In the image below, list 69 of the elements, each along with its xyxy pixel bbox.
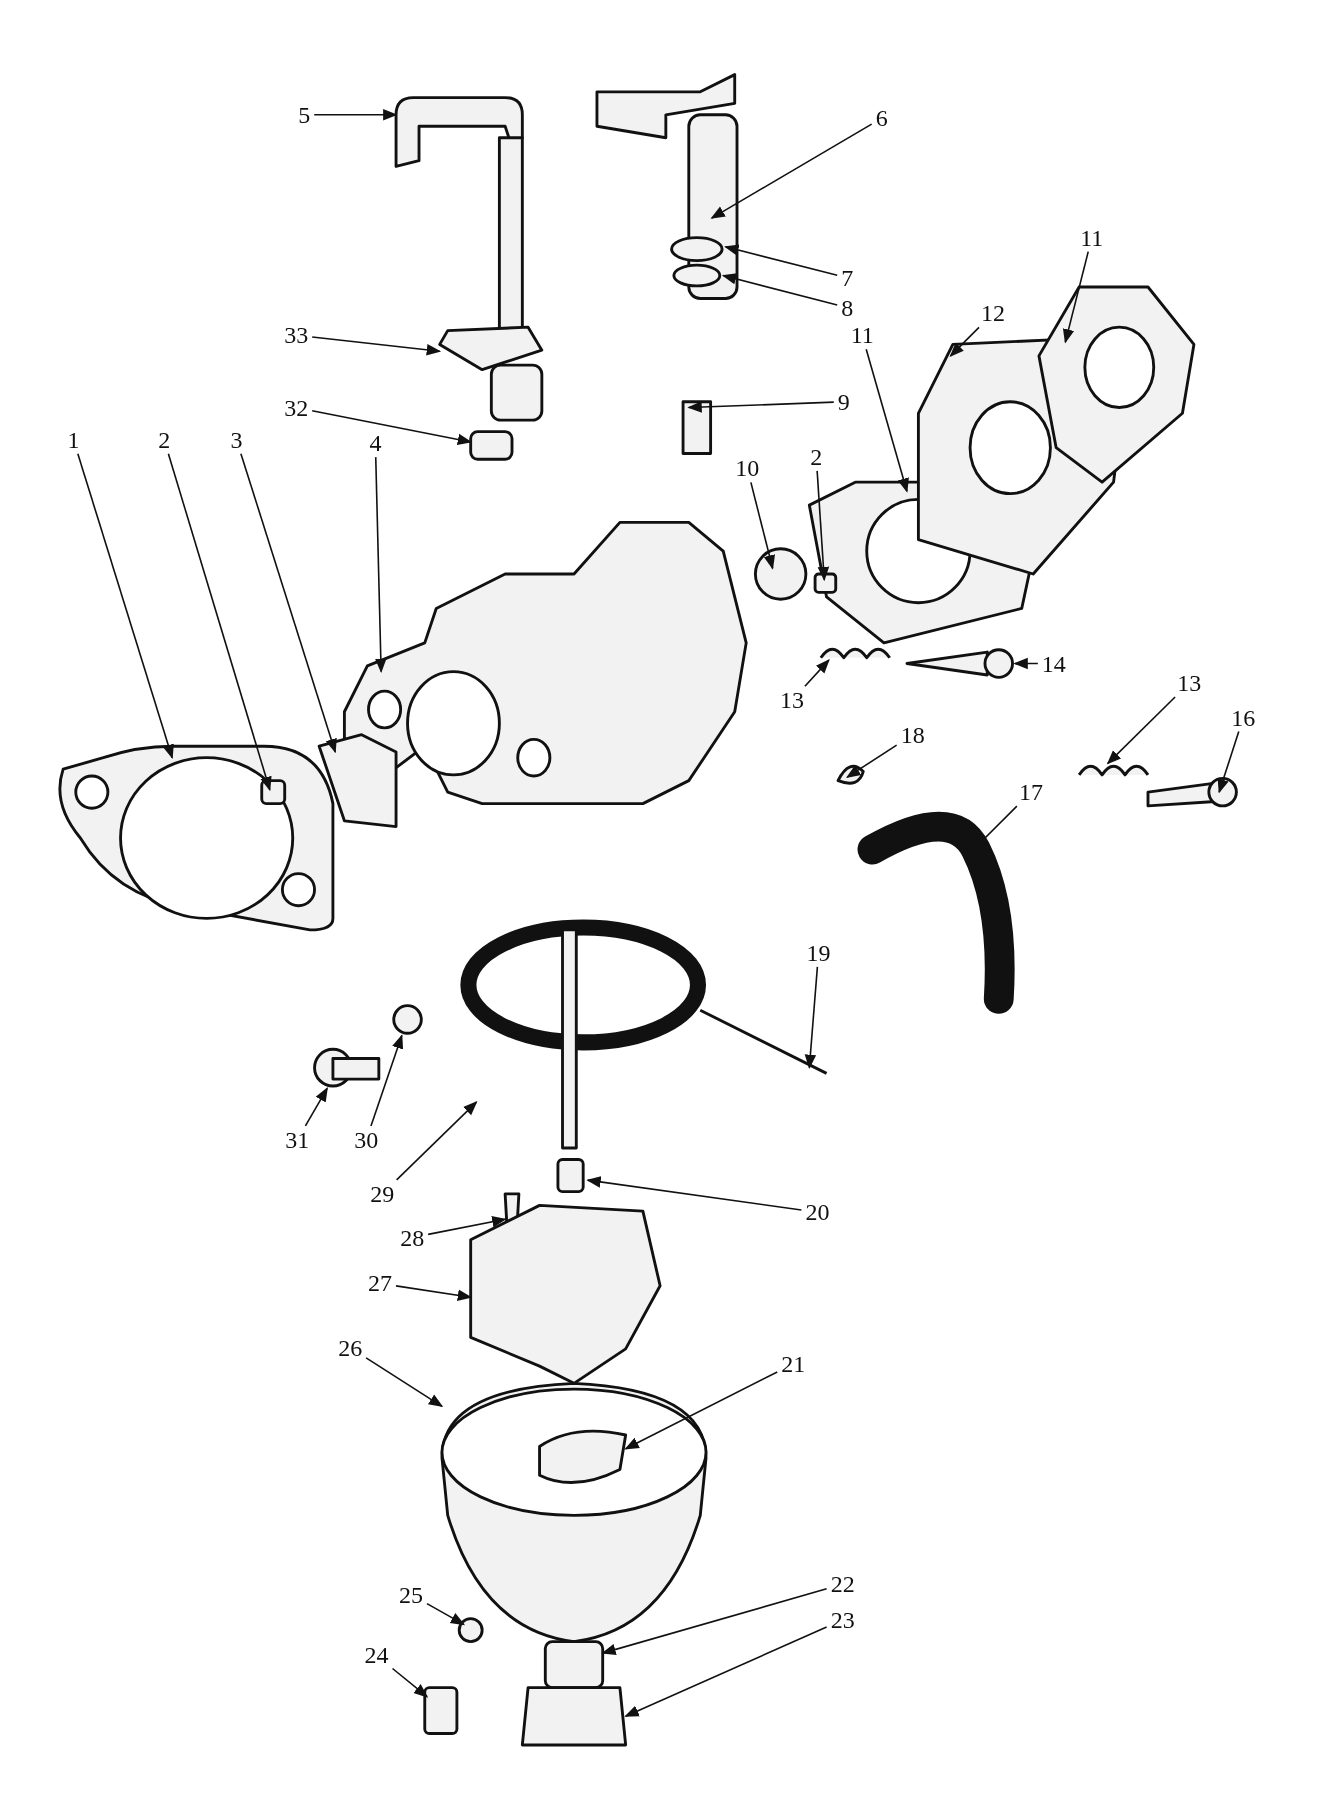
callout-number: 1 [65,427,82,452]
callout-number: 7 [839,265,856,290]
leader-line [1106,696,1176,765]
leader-line [395,1101,478,1181]
leader-line [846,744,898,778]
leader-line [949,326,980,357]
leader-line [750,481,775,570]
callout-number: 14 [1039,651,1068,676]
callout-number: 28 [398,1225,427,1250]
callout-number: 2 [156,427,173,452]
callout-number: 33 [282,323,311,348]
leader-line [865,348,909,493]
callout-number: 17 [1016,780,1045,805]
leader-line [687,401,835,413]
callout-number: 11 [848,323,876,348]
leader-line [395,1285,473,1301]
leader-line [586,1176,803,1211]
callout-number: 25 [396,1582,425,1607]
leader-line [724,244,838,277]
callout-number: 26 [336,1335,365,1360]
leader-line [374,456,387,673]
callout-number: 13 [778,688,807,713]
leader-line [1062,250,1090,344]
callout-number: 32 [282,395,311,420]
leader-line [710,123,873,219]
callout-number: 24 [362,1643,391,1668]
callout-number: 4 [367,431,384,456]
callout-number: 10 [733,456,762,481]
leader-line [391,1667,429,1698]
leader-line [304,1087,328,1127]
leader-line [311,409,473,446]
leader-line [167,452,272,792]
callout-number: 3 [228,427,245,452]
callout-number: 19 [804,940,833,965]
callout-number: 11 [1078,225,1106,250]
callout-number: 6 [873,106,890,131]
leader-line [311,336,442,356]
leader-line [804,659,830,688]
callout-number: 21 [779,1351,808,1376]
callout-number: 16 [1229,705,1258,730]
callout-number: 27 [366,1271,394,1296]
callout-number: 20 [803,1200,832,1225]
leader-line [624,1371,779,1450]
callout-number: 30 [352,1127,381,1152]
leader-line [816,470,830,582]
leader-line [313,109,398,121]
leader-line [804,966,819,1070]
callout-number: 13 [1175,671,1204,696]
callout-number: 22 [828,1572,857,1597]
callout-number: 31 [283,1127,312,1152]
leader-line [624,1626,828,1718]
callout-number: 8 [839,295,856,320]
leader-line [426,1602,466,1626]
leader-line [240,452,337,754]
leader-line [721,273,838,306]
callout-number: 23 [828,1607,857,1632]
callout-number: 18 [898,722,927,747]
callout-number: 9 [835,389,852,414]
callout-number: 5 [296,102,313,127]
leader-line [370,1034,404,1127]
leader-line [427,1216,507,1236]
callout-number: 29 [368,1181,397,1206]
leader-line [77,452,174,760]
callout-number: 2 [808,444,825,469]
leader-line [365,1357,444,1408]
callout-number: 12 [979,301,1007,326]
leader-line [1217,730,1240,794]
leader-line [1013,657,1039,670]
leader-line [601,1588,828,1656]
